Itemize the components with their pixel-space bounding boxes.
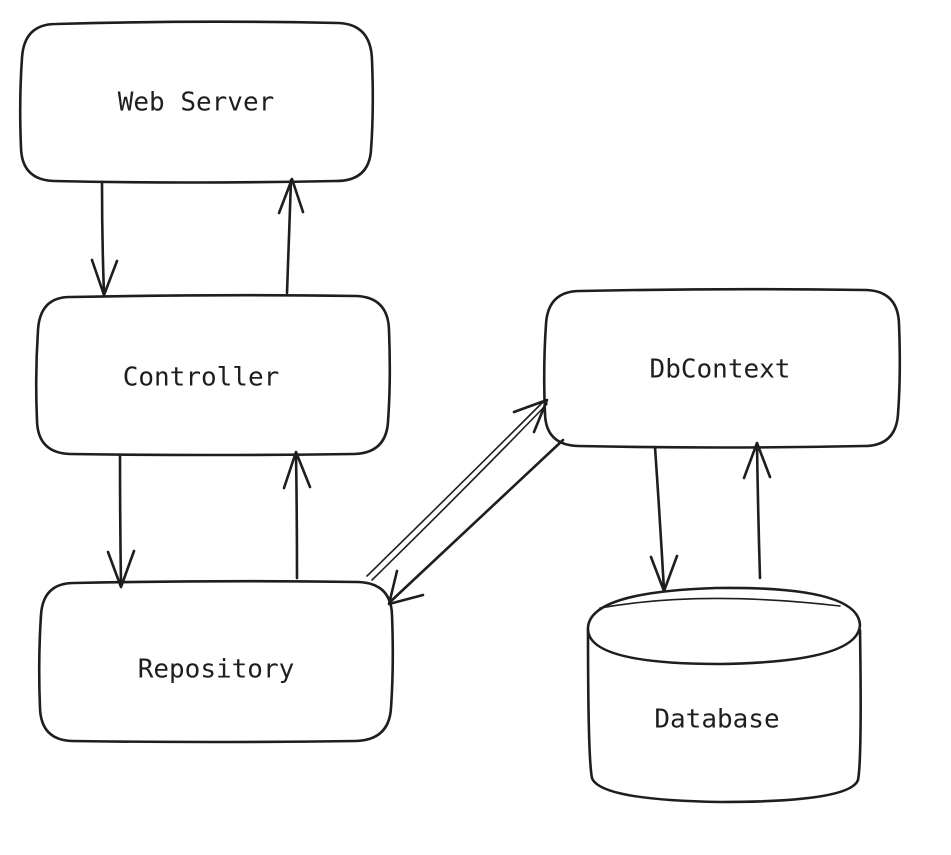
node-label-web-server: Web Server bbox=[118, 88, 275, 118]
arrow-controller-to-repository bbox=[106, 454, 136, 589]
node-label-database: Database bbox=[654, 705, 779, 735]
node-web-server[interactable]: Web Server bbox=[18, 20, 375, 184]
node-controller[interactable]: Controller bbox=[34, 293, 392, 457]
arrow-database-to-dbcontext bbox=[742, 441, 772, 580]
arrow-controller-to-webserver bbox=[277, 177, 305, 295]
node-label-dbcontext: DbContext bbox=[650, 355, 791, 385]
arrow-dbcontext-to-repository bbox=[387, 438, 565, 606]
node-label-controller: Controller bbox=[123, 363, 280, 393]
arrow-dbcontext-to-database bbox=[649, 445, 679, 593]
node-dbcontext[interactable]: DbContext bbox=[542, 287, 902, 449]
arrow-repository-to-dbcontext bbox=[366, 398, 549, 581]
node-database[interactable]: Database bbox=[586, 586, 862, 804]
node-repository[interactable]: Repository bbox=[37, 579, 395, 744]
arrow-webserver-to-controller bbox=[90, 181, 119, 297]
arrow-repository-to-controller bbox=[282, 450, 312, 580]
node-label-repository: Repository bbox=[138, 655, 295, 685]
